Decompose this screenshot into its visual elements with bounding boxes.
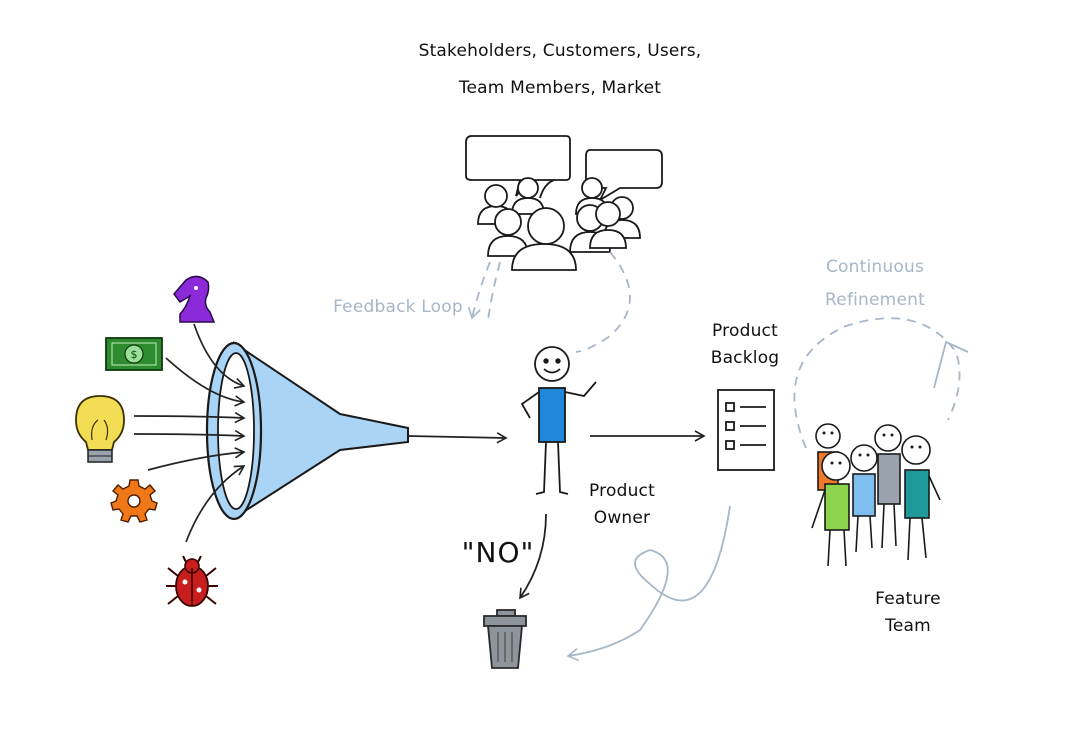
backlog-document <box>717 389 775 471</box>
feature-team <box>811 423 941 567</box>
stakeholders-line1: Stakeholders, Customers, Users, <box>418 41 702 61</box>
speech-bubble-right <box>585 149 663 203</box>
feature-team-line1: Feature <box>875 589 941 609</box>
continuous-line2: Refinement <box>825 290 925 310</box>
product-backlog-line2: Backlog <box>710 348 780 368</box>
funnel <box>205 341 409 521</box>
funnel-to-owner-arrow <box>407 432 508 444</box>
lightbulb-icon <box>75 395 125 463</box>
reject-arrow <box>519 513 547 600</box>
feedback-loop-arrows <box>467 251 631 353</box>
chess-knight-icon <box>173 275 216 323</box>
money-icon: $ <box>105 337 163 371</box>
gear-icon <box>110 479 158 523</box>
backlog-to-trash-arrow <box>566 505 731 662</box>
continuous-line1: Continuous <box>825 257 924 277</box>
product-owner-label: Product Owner <box>572 478 672 532</box>
product-backlog-label: Product Backlog <box>690 318 800 372</box>
product-owner-line1: Product <box>589 481 655 501</box>
feedback-loop-label: Feedback Loop <box>333 297 463 317</box>
product-backlog-line1: Product <box>712 321 778 341</box>
stakeholder-crowd <box>465 135 663 271</box>
speech-bubble-left <box>465 135 571 197</box>
trash-icon <box>483 609 527 669</box>
product-owner-line2: Owner <box>593 508 651 528</box>
bug-icon <box>166 555 218 607</box>
stakeholders-label: Stakeholders, Customers, Users, Team Mem… <box>380 38 740 102</box>
input-arrows <box>133 323 246 543</box>
continuous-refinement-label: Continuous Refinement <box>800 254 950 314</box>
product-owner-figure <box>520 346 597 495</box>
feature-team-line2: Team <box>885 616 931 636</box>
stakeholders-line2: Team Members, Market <box>458 78 662 98</box>
svg-text:$: $ <box>131 348 138 361</box>
feature-team-label: Feature Team <box>858 586 958 640</box>
continuous-refinement-loop <box>793 317 969 449</box>
no-label: "NO" <box>461 536 535 569</box>
